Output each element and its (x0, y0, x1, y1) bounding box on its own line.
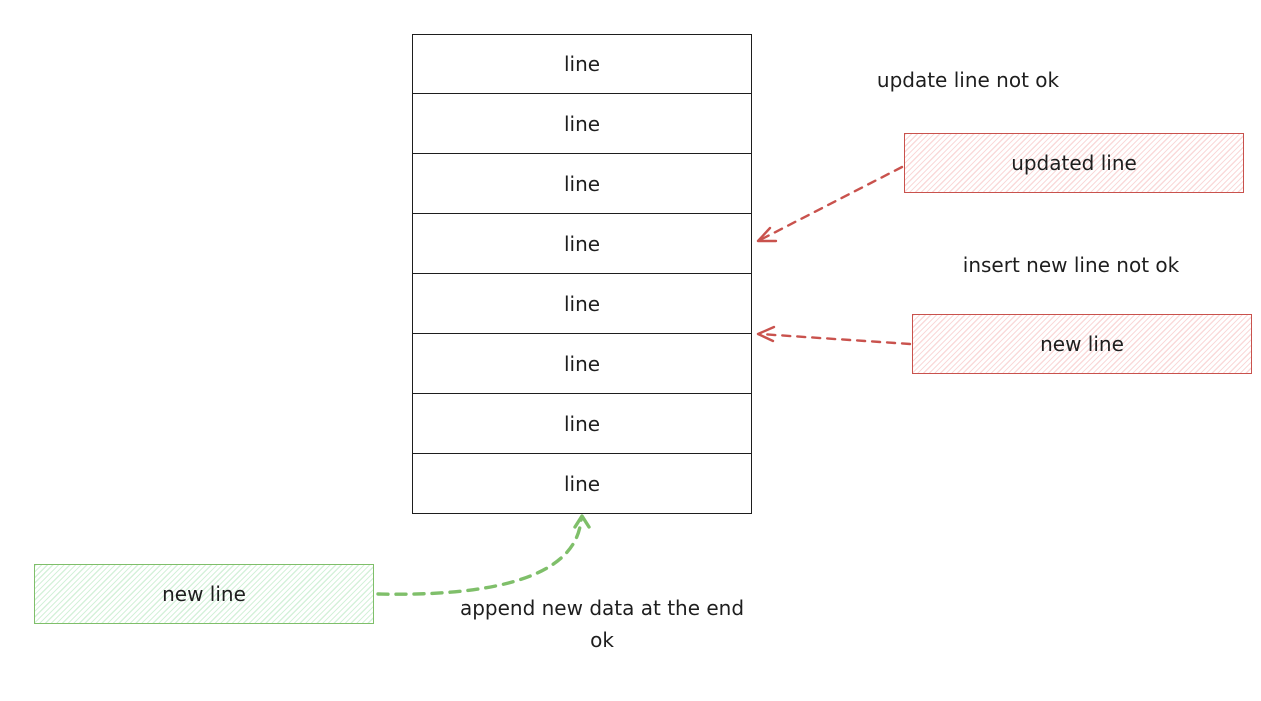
update-arrowhead (756, 226, 778, 243)
append-arrowhead (573, 514, 591, 529)
append-arrow (376, 518, 583, 596)
stack-row: line (412, 214, 752, 274)
line-stack: line line line line line line line line (412, 34, 752, 514)
stack-row: line (412, 154, 752, 214)
update-arrow (758, 165, 904, 242)
append-caption: append new data at the end ok (459, 596, 745, 652)
updated-line-box: updated line (904, 133, 1244, 193)
stack-row: line (412, 274, 752, 334)
new-line-insert-box: new line (912, 314, 1252, 374)
stack-row: line (412, 94, 752, 154)
insert-caption: insert new line not ok (962, 253, 1180, 277)
insert-arrowhead (756, 325, 776, 343)
insert-arrow (758, 332, 912, 346)
new-line-append-box: new line (34, 564, 374, 624)
update-caption: update line not ok (876, 68, 1060, 92)
stack-row: line (412, 334, 752, 394)
stack-row: line (412, 394, 752, 454)
stack-row: line (412, 454, 752, 514)
stack-row: line (412, 34, 752, 94)
